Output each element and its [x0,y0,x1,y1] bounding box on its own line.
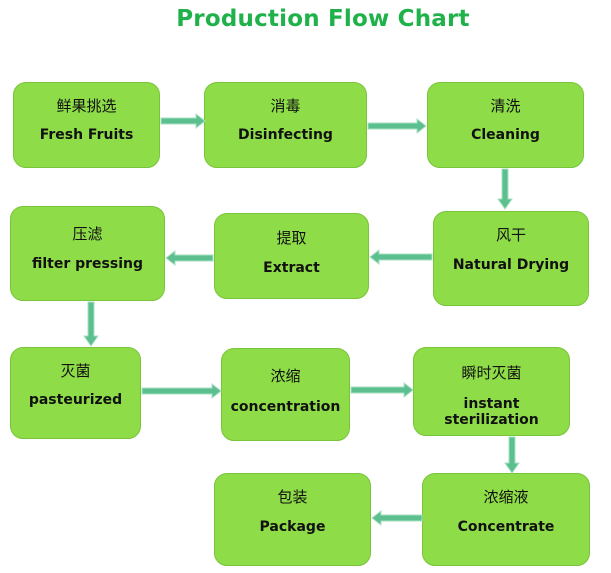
step-label-en: pasteurized [28,392,123,408]
step-filter-pressing: 压滤 filter pressing [10,206,165,301]
arrow-right-icon [160,113,206,129]
step-label-en: Package [259,519,326,535]
step-pasteurized: 灭菌 pasteurized [10,347,141,439]
step-label-cn: 风干 [495,226,526,244]
step-package: 包装 Package [214,473,371,566]
arrow-right-icon [350,382,414,398]
step-instant-sterilization: 瞬时灭菌 instant sterilization [413,347,570,436]
arrow-down-icon [83,301,99,347]
step-cleaning: 清洗 Cleaning [427,82,584,168]
step-label-en: Disinfecting [238,127,333,143]
arrow-left-icon [369,249,433,265]
step-label-en: Concentrate [457,519,555,535]
step-label-cn: 提取 [276,229,307,247]
step-label-cn: 浓缩 [270,367,301,385]
step-label-cn: 瞬时灭菌 [461,364,522,382]
step-concentration: 浓缩 concentration [221,348,350,441]
step-concentrate: 浓缩液 Concentrate [422,473,590,566]
step-label-en: instant sterilization [444,396,539,428]
step-label-cn: 灭菌 [60,362,91,380]
step-label-cn: 清洗 [490,97,521,115]
arrow-right-icon [141,383,222,399]
step-natural-drying: 风干 Natural Drying [433,211,589,306]
step-label-cn: 消毒 [270,97,301,115]
step-label-en: Cleaning [471,127,540,143]
step-extract: 提取 Extract [214,213,369,299]
arrow-right-icon [367,118,427,134]
step-label-en: Extract [263,260,320,276]
step-label-cn: 压滤 [72,225,103,243]
chart-title: Production Flow Chart [176,6,470,32]
step-label-cn: 浓缩液 [483,488,529,506]
step-label-en: concentration [230,399,341,415]
arrow-left-icon [165,250,214,266]
arrow-down-icon [497,168,513,210]
step-disinfecting: 消毒 Disinfecting [204,82,367,168]
step-label-en: filter pressing [31,256,143,272]
arrow-left-icon [371,510,423,526]
step-label-cn: 包装 [277,488,308,506]
step-label-en: Fresh Fruits [39,127,134,143]
step-label-cn: 鲜果挑选 [56,97,117,115]
arrow-down-icon [504,436,520,474]
step-fresh-fruits: 鲜果挑选 Fresh Fruits [13,82,160,168]
step-label-en: Natural Drying [452,257,570,273]
